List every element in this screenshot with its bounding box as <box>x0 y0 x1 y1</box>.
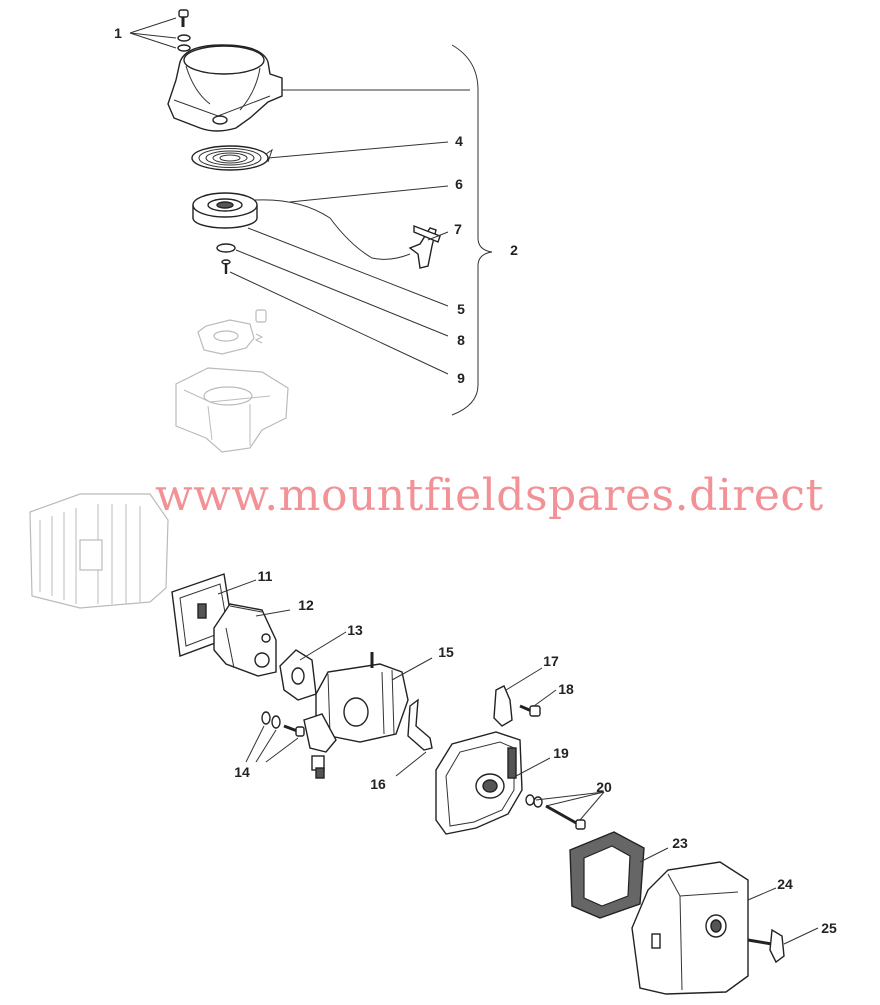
lower-leaders <box>217 579 819 945</box>
upper-leaders <box>129 17 470 375</box>
ghost-base-housing <box>175 367 289 453</box>
callout-17: 17 <box>543 653 559 669</box>
callout-5: 5 <box>457 301 465 317</box>
ghost-pawl-plate <box>197 309 267 355</box>
part-15-carburettor <box>303 652 409 779</box>
group-2-bracket <box>451 44 493 416</box>
part-5-pulley <box>192 192 258 229</box>
callout-12: 12 <box>298 597 314 613</box>
callout-11: 11 <box>257 568 273 584</box>
callout-14: 14 <box>234 764 250 780</box>
part-9-screw <box>221 259 231 274</box>
callout-1: 1 <box>114 25 122 41</box>
part-20-bolt-washers <box>525 794 586 830</box>
callout-16: 16 <box>370 776 386 792</box>
watermark-text: www.mountfieldspares.direct <box>155 470 824 521</box>
part-18-screw <box>519 704 541 717</box>
callout-19: 19 <box>553 745 569 761</box>
part-25-knob-screw <box>747 928 785 964</box>
part-17-bracket <box>493 685 513 727</box>
part-7-starter-handle <box>408 224 441 269</box>
part-16-link-rod <box>407 698 433 751</box>
callout-2: 2 <box>510 242 518 258</box>
callout-25: 25 <box>821 920 837 936</box>
callout-18: 18 <box>558 681 574 697</box>
callout-7: 7 <box>454 221 462 237</box>
part-14-bolt-washers <box>261 711 305 737</box>
callout-23: 23 <box>672 835 688 851</box>
callout-24: 24 <box>777 876 793 892</box>
callout-15: 15 <box>438 644 454 660</box>
callout-8: 8 <box>457 332 465 348</box>
part-1-screw-washers <box>177 9 191 52</box>
part-12-insulator <box>213 603 277 677</box>
starter-housing <box>167 44 283 132</box>
part-19-filter-base <box>435 731 523 835</box>
part-23-foam-filter <box>569 831 645 919</box>
callout-13: 13 <box>347 622 363 638</box>
callout-4: 4 <box>455 133 463 149</box>
part-8-washer <box>216 243 236 253</box>
part-24-filter-cover <box>631 861 749 995</box>
ghost-cylinder <box>29 493 169 609</box>
callout-6: 6 <box>455 176 463 192</box>
part-4-recoil-spring <box>191 145 273 171</box>
callout-9: 9 <box>457 370 465 386</box>
part-13-gasket <box>279 649 317 701</box>
part-6-starter-rope <box>254 199 411 260</box>
callout-20: 20 <box>596 779 612 795</box>
